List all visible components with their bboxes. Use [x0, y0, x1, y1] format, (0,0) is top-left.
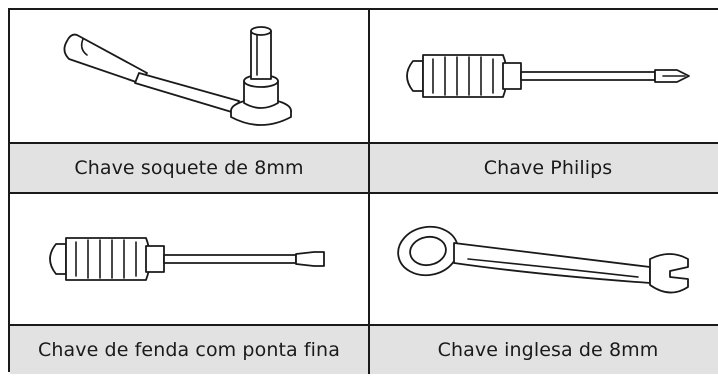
- tool-cell-combination-wrench: Chave inglesa de 8mm: [370, 194, 718, 374]
- combination-wrench-icon: [397, 225, 689, 294]
- tool-image-area: [10, 194, 368, 324]
- socket-wrench-icon: [63, 26, 292, 126]
- tool-cell-flat-screwdriver: Chave de fenda com ponta fina: [10, 194, 370, 374]
- flat-screwdriver-icon: [49, 237, 325, 281]
- tool-cell-socket-wrench: Chave soquete de 8mm: [10, 10, 370, 194]
- phillips-screwdriver-icon: [406, 54, 690, 98]
- tool-caption: Chave Philips: [370, 142, 718, 192]
- tool-image-area: [370, 10, 718, 142]
- tool-caption: Chave de fenda com ponta fina: [10, 324, 368, 374]
- tool-caption: Chave soquete de 8mm: [10, 142, 368, 192]
- tool-caption: Chave inglesa de 8mm: [370, 324, 718, 374]
- tool-image-area: [370, 194, 718, 324]
- tool-cell-phillips-screwdriver: Chave Philips: [370, 10, 718, 194]
- tools-table: Chave soquete de 8mm: [8, 8, 718, 374]
- tool-image-area: [10, 10, 368, 142]
